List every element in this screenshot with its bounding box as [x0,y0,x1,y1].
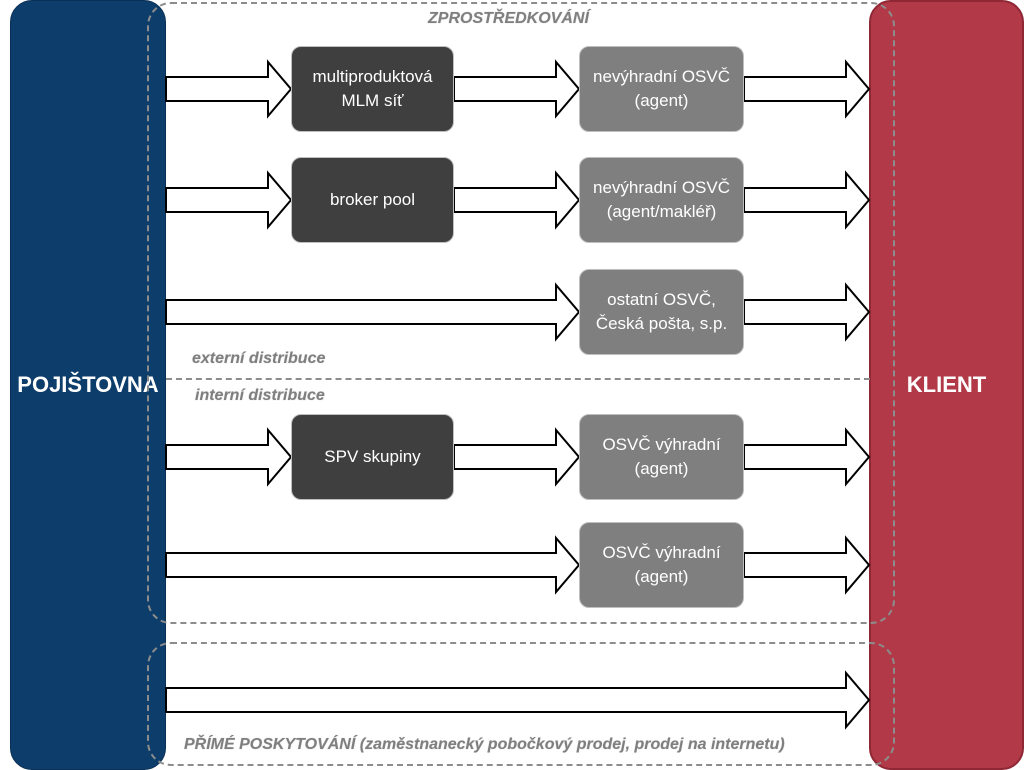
client-label: KLIENT [906,372,987,397]
direct-zone [147,642,895,766]
node-other-intermediaries: ostatní OSVČ, Česká pošta, s.p. [579,269,744,355]
arrow-row3-a [165,282,581,342]
internal-distribution-label: interní distribuce [195,387,325,404]
direct-provision-label: PŘÍMÉ POSKYTOVÁNÍ (zaměstnanecký pobočko… [184,736,785,753]
arrow-row2-a [165,170,293,230]
intermediation-label: ZPROSTŘEDKOVÁNÍ [428,10,589,27]
node-exclusive-agent-2: OSVČ výhradní (agent) [579,522,744,608]
arrow-row4-c [743,427,871,487]
intermediation-zone [147,2,895,624]
arrow-row2-b [453,170,581,230]
arrow-row1-c [743,59,871,119]
insurer-label: POJIŠTOVNA [17,372,159,397]
node-broker-pool: broker pool [291,157,454,243]
arrow-direct [165,670,871,730]
node-exclusive-agent-1: OSVČ výhradní (agent) [579,414,744,500]
node-mlm-network: multiproduktová MLM síť [291,46,454,132]
arrow-row2-c [743,170,871,230]
node-nonexclusive-agent: nevýhradní OSVČ (agent) [579,46,744,132]
arrow-row1-b [453,59,581,119]
arrow-row3-c [743,282,871,342]
node-nonexclusive-agent-broker: nevýhradní OSVČ (agent/makléř) [579,157,744,243]
external-internal-divider [166,378,870,380]
arrow-row4-a [165,427,293,487]
insurer-pillar: POJIŠTOVNA [10,0,166,770]
arrow-row1-a [165,59,293,119]
arrow-row5-a [165,535,581,595]
node-spv-groups: SPV skupiny [291,414,454,500]
arrow-row4-b [453,427,581,487]
arrow-row5-c [743,535,871,595]
external-distribution-label: externí distribuce [192,350,326,367]
